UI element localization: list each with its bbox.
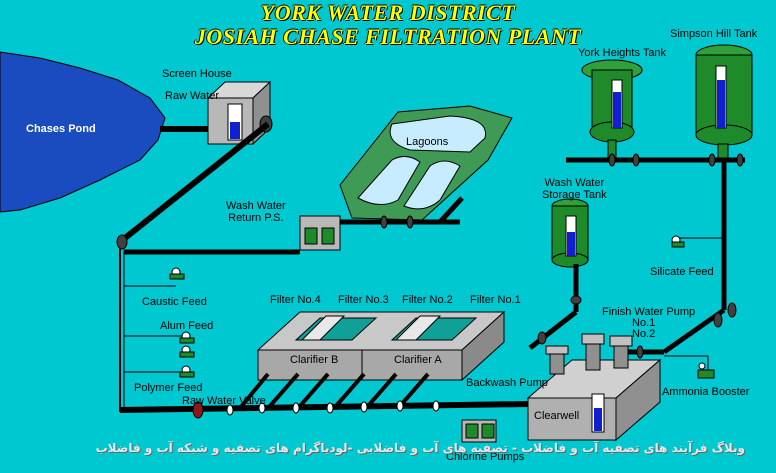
wash-water-storage-tank	[551, 198, 589, 268]
simpson-hill-tank	[695, 44, 753, 163]
finish-water-pump-label: Finish Water Pump	[602, 306, 696, 318]
valves-bottom	[226, 400, 440, 416]
pump-no2-label: No.2	[632, 328, 656, 340]
finish-water-pumps	[545, 333, 633, 375]
backwash-pump-label: Backwash Pump	[466, 377, 548, 389]
wash-water-return-label: Wash Water Return P.S.	[226, 200, 286, 224]
title-line-2: JOSIAH CHASE FILTRATION PLANT	[194, 24, 582, 49]
wash-water-return-ps	[299, 215, 341, 251]
ammonia-booster	[697, 369, 715, 379]
filter-3-label: Filter No.3	[338, 294, 389, 306]
filter-4-label: Filter No.4	[270, 294, 321, 306]
lagoons-label: Lagoons	[406, 136, 449, 148]
chlorine-pumps	[461, 419, 497, 443]
title-line-1: YORK WATER DISTRICT	[260, 0, 516, 25]
wash-water-storage-label: Wash Water Storage Tank	[542, 177, 607, 201]
filter-building	[256, 310, 506, 382]
raw-water-label: Raw Water	[165, 90, 219, 102]
screen-house	[206, 80, 273, 146]
chases-pond-label: Chases Pond	[26, 123, 96, 135]
silicate-feed-label: Silicate Feed	[650, 266, 714, 278]
polymer-feed-label: Polymer Feed	[134, 382, 203, 394]
york-heights-tank-label: York Heights Tank	[578, 47, 667, 59]
pond-intake-pipe	[160, 126, 212, 132]
footer-watermark-text: وبلاگ فرآیند های تصفیه آب و فاضلاب - تصف…	[95, 441, 745, 455]
ammonia-booster-label: Ammonia Booster	[662, 386, 750, 398]
filter-1-label: Filter No.1	[470, 294, 521, 306]
chases-pond	[0, 51, 166, 213]
clarifier-b-label: Clarifier B	[290, 354, 339, 366]
clarifier-a-label: Clarifier A	[394, 354, 442, 366]
chemical-feed-lines	[124, 267, 195, 378]
simpson-hill-tank-label: Simpson Hill Tank	[670, 28, 758, 40]
pump-no1-label: No.1	[632, 317, 656, 329]
alum-feed-label: Alum Feed	[160, 320, 214, 332]
raw-water-valve	[192, 401, 204, 419]
screen-house-label: Screen House	[162, 68, 232, 80]
bottom-header-pipe	[119, 401, 531, 413]
york-heights-tank	[581, 59, 643, 161]
lagoons	[339, 105, 513, 221]
chlorine-pumps-label: Chlorine Pumps	[446, 451, 525, 463]
filter-feed-risers	[238, 372, 430, 410]
raw-water-main-pipe	[118, 121, 270, 245]
filter-2-label: Filter No.2	[402, 294, 453, 306]
caustic-feed-label: Caustic Feed	[142, 296, 207, 308]
clearwell	[526, 358, 662, 442]
clearwell-label: Clearwell	[534, 410, 580, 422]
raw-water-valve-label: Raw Water Valve	[182, 395, 266, 407]
